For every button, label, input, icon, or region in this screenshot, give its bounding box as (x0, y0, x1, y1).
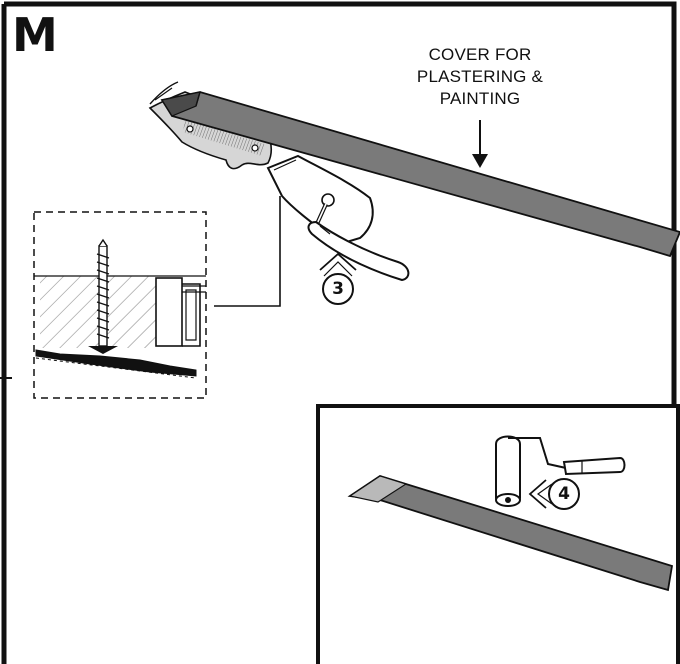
callout-arrow (472, 120, 488, 168)
callout-line: COVER FOR (428, 45, 532, 64)
cover-strip-top (160, 91, 680, 258)
step-4-marker (528, 478, 580, 510)
callout-text: COVER FOR PLASTERING & PAINTING (396, 44, 564, 110)
step-letter: M (12, 8, 58, 62)
callout-line: PLASTERING & (416, 67, 544, 86)
step-4-number: 4 (558, 484, 570, 504)
step-3-marker (319, 252, 357, 305)
step-3-number: 3 (332, 279, 344, 299)
detail-leader-line (214, 196, 281, 307)
callout-line: PAINTING (439, 89, 521, 108)
paint-roller-icon (495, 435, 626, 507)
section-detail (33, 211, 207, 399)
trowel-icon (266, 154, 410, 282)
cover-strip-inset (347, 475, 674, 592)
